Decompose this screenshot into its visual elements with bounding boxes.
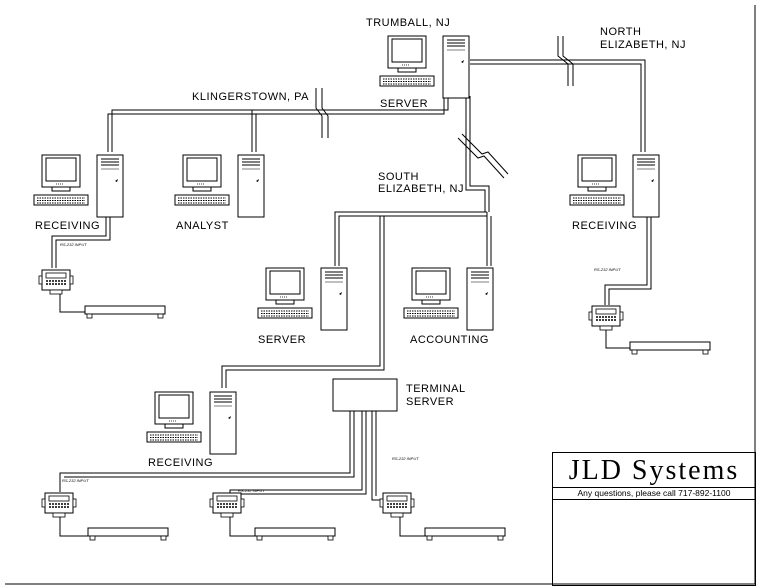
south-scale-1-indicator xyxy=(41,492,77,518)
klingerstown-analyst-computer xyxy=(174,154,265,218)
south-receiving-computer xyxy=(146,391,237,455)
cable-label: RS-232 INPUT xyxy=(594,267,621,272)
cable-label: RS-232 INPUT xyxy=(62,478,89,483)
station-label-klingerstown-analyst: ANALYST xyxy=(176,220,229,232)
brand-box: JLD Systems Any questions, please call 7… xyxy=(552,452,756,586)
station-label-south-server: SERVER xyxy=(258,334,307,346)
station-label-klingerstown-receiving: RECEIVING xyxy=(35,220,101,232)
network-cables xyxy=(51,59,652,537)
cable-label: RS-232 INPUT xyxy=(60,242,87,247)
north-scale-indicator xyxy=(588,305,624,331)
cable-label: RS-232 INPUT xyxy=(238,488,265,493)
station-label-north-receiving: RECEIVING xyxy=(572,220,638,232)
brand-name: JLD Systems xyxy=(568,455,740,486)
terminal-server-box xyxy=(332,378,398,412)
south-scale-2-platform xyxy=(254,527,336,541)
south-scale-1-platform xyxy=(87,527,169,541)
klingerstown-scale-indicator xyxy=(38,269,74,295)
klingerstown-scale-platform xyxy=(84,305,166,319)
brand-divider xyxy=(553,487,755,488)
station-label-south-receiving: RECEIVING xyxy=(148,457,214,469)
south-server-computer xyxy=(257,267,348,331)
south-scale-2-indicator xyxy=(209,492,245,518)
site-label-klingerstown: KLINGERSTOWN, PA xyxy=(192,91,310,103)
brand-divider-2 xyxy=(553,499,755,500)
cable-label: RS-232 INPUT xyxy=(392,456,419,461)
station-label-trumball-server: SERVER xyxy=(380,98,429,110)
site-label-south-elizabeth-1: SOUTH xyxy=(378,171,419,183)
site-label-south-elizabeth-2: ELIZABETH, NJ xyxy=(378,183,464,195)
south-accounting-computer xyxy=(403,267,494,331)
station-label-south-accounting: ACCOUNTING xyxy=(410,334,489,346)
klingerstown-receiving-computer xyxy=(33,154,124,218)
station-label-terminal-server-2: SERVER xyxy=(406,396,455,408)
station-label-terminal-server-1: TERMINAL xyxy=(406,383,466,395)
site-label-north-elizabeth-1: NORTH xyxy=(600,26,642,38)
trumball-server-computer xyxy=(379,35,470,99)
south-scale-3-indicator xyxy=(379,492,415,518)
brand-tagline: Any questions, please call 717-892-1100 xyxy=(577,488,731,498)
north-scale-platform xyxy=(629,341,711,355)
wan-link-breaks xyxy=(315,36,574,179)
site-label-trumball: TRUMBALL, NJ xyxy=(366,17,451,29)
south-scale-3-platform xyxy=(424,527,506,541)
north-receiving-computer xyxy=(569,154,660,218)
site-label-north-elizabeth-2: ELIZABETH, NJ xyxy=(600,39,686,51)
